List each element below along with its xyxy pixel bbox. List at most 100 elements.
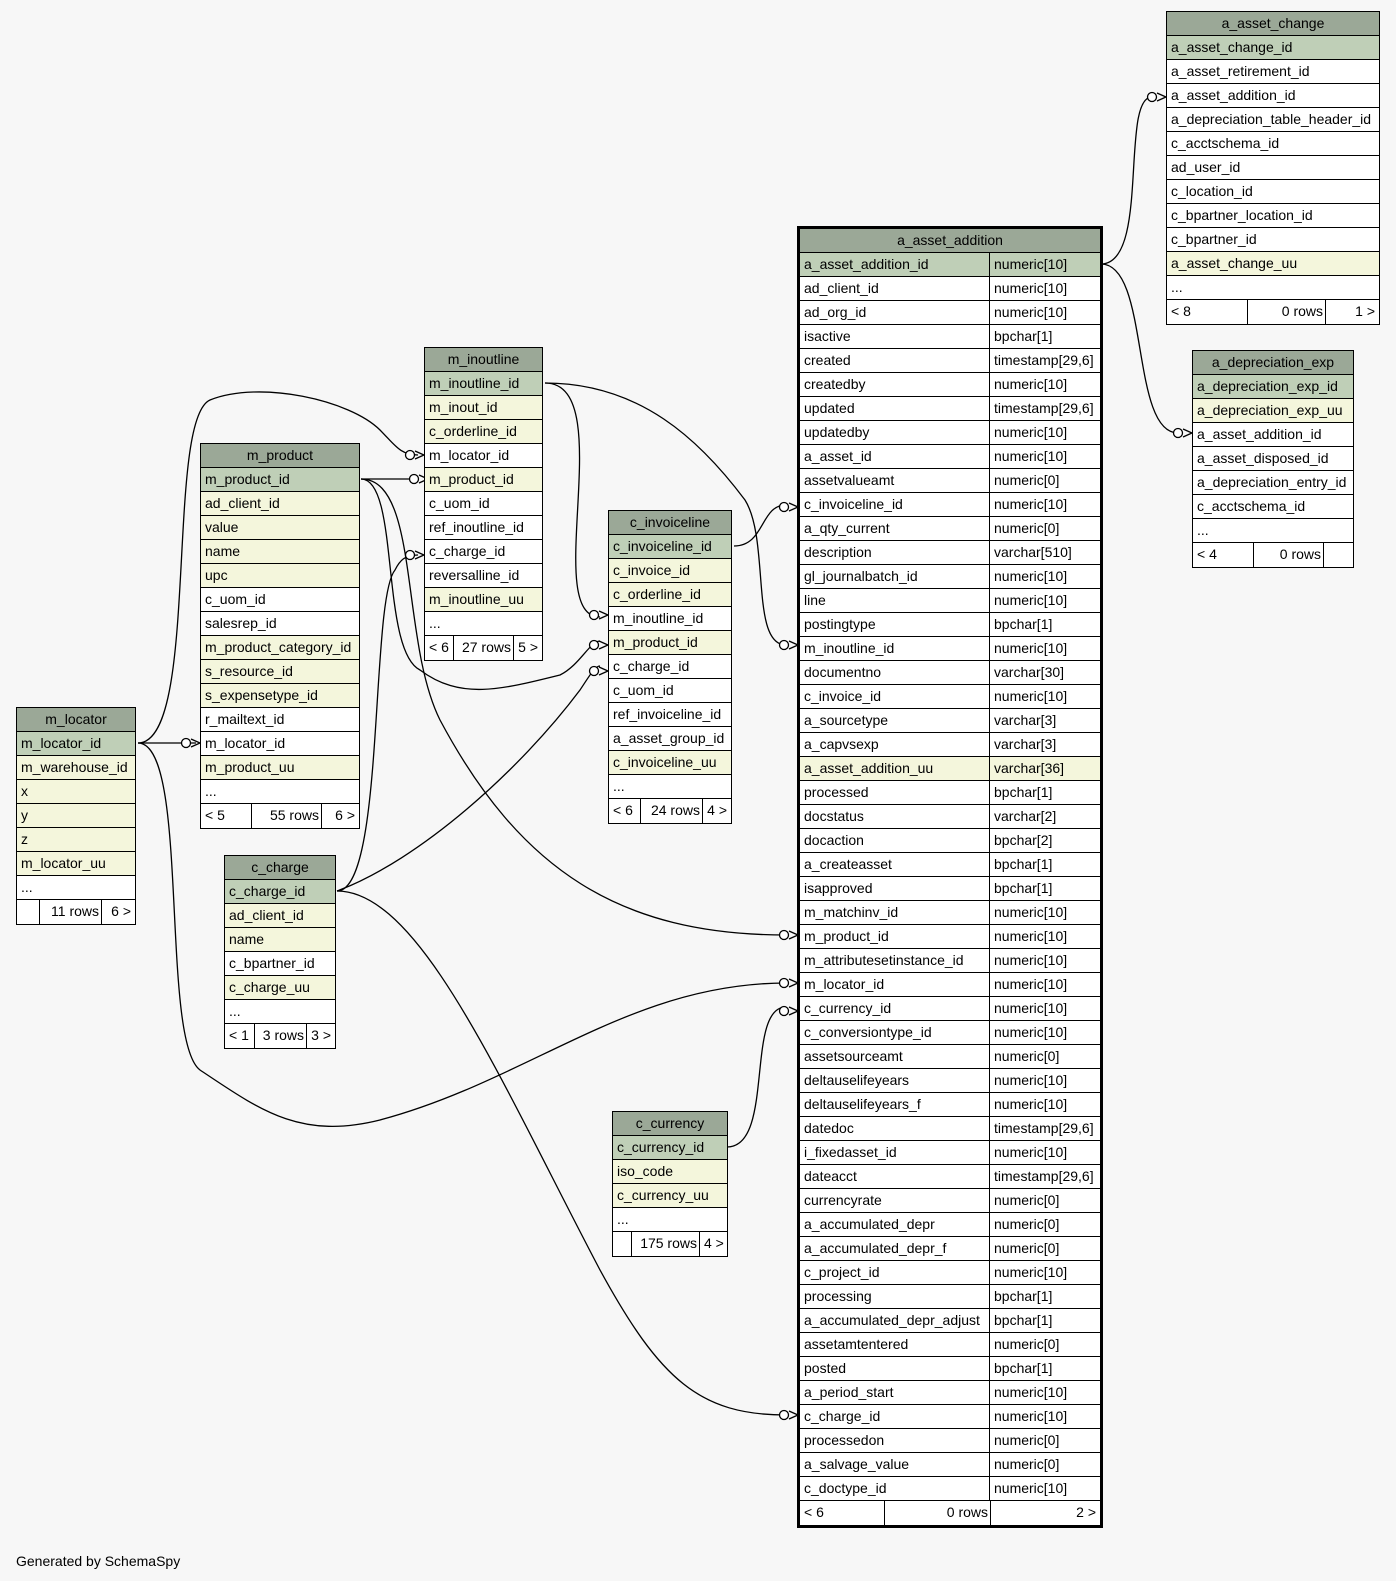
column-row[interactable]: m_locator_id [17, 732, 135, 756]
column-row[interactable]: a_asset_change_id [1167, 36, 1379, 60]
column-row[interactable]: m_product_category_id [201, 636, 359, 660]
column-row[interactable]: ... [425, 612, 542, 636]
column-row[interactable]: c_location_id [1167, 180, 1379, 204]
column-row[interactable]: c_orderline_id [609, 583, 731, 607]
column-row[interactable]: m_product_uu [201, 756, 359, 780]
table-header[interactable]: a_asset_addition [800, 229, 1100, 253]
column-row[interactable]: ref_invoiceline_id [609, 703, 731, 727]
parents-count[interactable] [613, 1232, 631, 1256]
column-row[interactable]: c_charge_id [425, 540, 542, 564]
column-row[interactable]: c_currency_id [613, 1136, 727, 1160]
column-row[interactable]: ... [225, 1000, 335, 1024]
column-row[interactable]: name [225, 928, 335, 952]
column-row[interactable]: a_asset_disposed_id [1193, 447, 1353, 471]
column-row[interactable]: a_depreciation_exp_id [1193, 375, 1353, 399]
column-row[interactable]: a_depreciation_table_header_id [1167, 108, 1379, 132]
column-row[interactable]: reversalline_id [425, 564, 542, 588]
column-row[interactable]: m_locator_id [425, 444, 542, 468]
column-row[interactable]: salesrep_id [201, 612, 359, 636]
column-row[interactable]: ... [201, 780, 359, 804]
children-count[interactable]: 6 > [101, 900, 135, 924]
column-row[interactable]: upc [201, 564, 359, 588]
column-row[interactable]: m_locator_uu [17, 852, 135, 876]
column-row[interactable]: name [201, 540, 359, 564]
column-row[interactable]: a_asset_retirement_id [1167, 60, 1379, 84]
parents-count[interactable]: < 8 [1171, 303, 1191, 319]
parents-count[interactable]: < 6 [804, 1504, 824, 1520]
table-header[interactable]: m_inoutline [425, 348, 542, 372]
table-header[interactable]: m_product [201, 444, 359, 468]
column-row[interactable]: a_asset_addition_id [1167, 84, 1379, 108]
column-row[interactable]: m_inoutline_id [609, 607, 731, 631]
children-count[interactable]: 4 > [702, 799, 731, 823]
column-row[interactable]: ... [17, 876, 135, 900]
column-row[interactable]: a_depreciation_exp_uu [1193, 399, 1353, 423]
children-count[interactable]: 4 > [699, 1232, 727, 1256]
column-row[interactable]: m_locator_id [201, 732, 359, 756]
column-row[interactable]: s_expensetype_id [201, 684, 359, 708]
parents-count[interactable] [17, 900, 39, 924]
column-row[interactable]: m_product_id [609, 631, 731, 655]
column-row[interactable]: c_acctschema_id [1193, 495, 1353, 519]
table-header[interactable]: c_charge [225, 856, 335, 880]
column-row[interactable]: m_product_id [201, 468, 359, 492]
table-header[interactable]: a_depreciation_exp [1193, 351, 1353, 375]
column-row[interactable]: c_charge_id [609, 655, 731, 679]
column-row[interactable]: m_inoutline_uu [425, 588, 542, 612]
column-row[interactable]: c_invoiceline_uu [609, 751, 731, 775]
column-row[interactable]: c_currency_uu [613, 1184, 727, 1208]
table-header[interactable]: m_locator [17, 708, 135, 732]
column-row[interactable]: ad_client_id [201, 492, 359, 516]
column-row[interactable]: a_asset_addition_id [1193, 423, 1353, 447]
column-row[interactable]: ... [1167, 276, 1379, 300]
column-row[interactable]: c_bpartner_location_id [1167, 204, 1379, 228]
column-row[interactable]: a_depreciation_entry_id [1193, 471, 1353, 495]
column-row[interactable]: c_bpartner_id [225, 952, 335, 976]
table-header[interactable]: c_invoiceline [609, 511, 731, 535]
column-row[interactable]: ... [613, 1208, 727, 1232]
